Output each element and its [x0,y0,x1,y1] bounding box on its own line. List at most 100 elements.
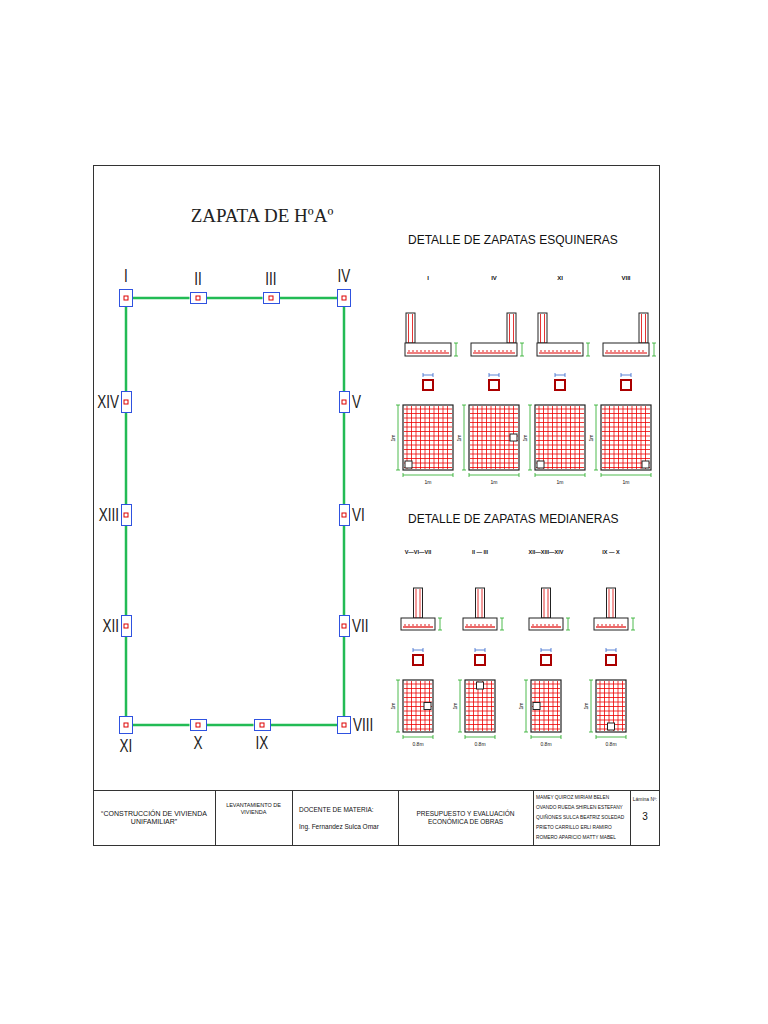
rebar-grid [602,445,650,446]
rebar-dot [474,350,476,352]
dimension-tick [566,618,570,619]
dimension-tick [528,470,532,471]
column-section [606,655,616,665]
rebar-dot [436,350,438,352]
footing-box: XII [121,615,132,637]
dimension-tick [565,373,566,377]
column-section [541,655,551,665]
footing-number: III [265,270,276,288]
footing-number: VII [352,617,369,635]
rebar-grid [404,422,452,423]
rebar-grid [473,406,474,469]
rebar-grid [614,406,615,469]
rebar-dot [478,624,480,626]
rebar-grid [536,418,584,419]
column-detail [606,648,616,665]
footing-plan [594,405,651,477]
footing-outline [469,405,519,470]
rebar-grid [602,413,650,414]
dimension-tick [396,470,400,471]
footing-number: V [352,393,361,411]
dimension-label: 0.8m [605,742,616,747]
rebar-grid [420,406,421,469]
rebar-dot [490,624,492,626]
dimension-tick [462,405,466,406]
tie-beam [125,526,128,615]
dimension-line [541,650,551,651]
rebar-grid [443,406,444,469]
rebar-grid [470,413,518,414]
sheet-title: ZAPATA DE HºAº [191,206,334,225]
dimension-line [413,650,423,651]
column-detail [541,648,551,665]
dimension-tick [500,618,504,619]
rebar-dot [494,350,496,352]
dimension-label: 1m [491,480,498,485]
dimension-tick [485,648,486,652]
footing-box: I [119,289,133,307]
dimension-label: 1m [519,703,524,710]
rebar-grid [602,449,650,450]
rebar-grid [500,406,501,469]
footing-number: II [194,270,202,288]
rebar-grid [536,427,584,428]
column-section [475,655,485,665]
rebar-grid [536,445,584,446]
rebar-dot [622,350,624,352]
rebar-dot [614,350,616,352]
detail-label: I [427,275,429,281]
rebar-grid [602,436,650,437]
rebar-grid [404,418,452,419]
detail-label: XI [557,275,563,281]
footing-outline [535,405,585,470]
rebar-dot [412,624,414,626]
rebar-dot [617,624,619,626]
rebar-grid [404,449,452,450]
rebar-dot [548,624,550,626]
column-mark [342,723,347,728]
footing-box: V [339,391,350,413]
column-section [555,380,565,390]
footing-outline [403,405,453,470]
rebar-grid [579,406,580,469]
footing-section [537,313,590,356]
title-block-text: PRIETO CARRILLO ERLI RAMIRO [536,825,612,831]
footing-section [594,588,635,630]
rebar-dot [536,624,538,626]
dimension-line [403,737,433,738]
dimension-tick [541,648,542,652]
footing-slab [405,343,451,356]
rebar-grid [470,463,518,464]
dimension-label: 1m [523,434,528,441]
footing-slab [463,618,497,630]
column-stub [507,313,516,343]
detail-label: IX — X [602,550,619,556]
dimension-line [464,405,465,470]
rebar-grid [470,458,518,459]
column-mark [533,703,540,710]
dimension-tick [462,470,466,471]
footing-box: IX [254,719,271,731]
dimension-label: 1m [425,480,432,485]
rebar-dot [420,350,422,352]
dimension-tick [438,630,442,631]
rebar-grid [425,406,426,469]
rebar-grid [404,431,452,432]
footing-slab [529,618,563,630]
column-stub [542,588,551,618]
rebar-grid [602,418,650,419]
rebar-grid [470,454,518,455]
tie-beam [343,413,346,504]
rebar-grid [404,684,432,685]
rebar-dot [568,350,570,352]
authors-cell: MAMEY QUIROZ MIRIAM BELENOVANDO RUEDA SH… [533,790,630,846]
rebar-dot [618,350,620,352]
tie-beam [343,526,346,615]
rebar-dot [621,624,623,626]
dimension-label: 0.8m [540,742,551,747]
dimension-tick [652,343,656,344]
rebar-dot [424,350,426,352]
footing-outline [601,405,651,470]
rebar-grid [509,406,510,469]
